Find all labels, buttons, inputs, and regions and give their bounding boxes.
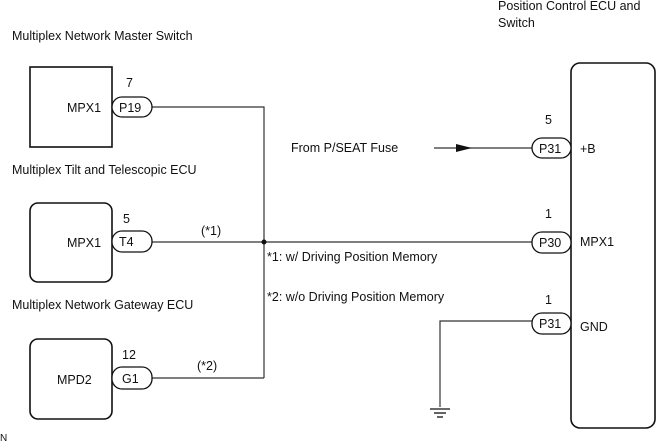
position-ecu-terminal-mpx1: MPX1 [580,235,614,249]
connector-p19 [111,96,153,118]
connector-g1 [111,366,153,390]
wire-note-2: (*2) [197,359,217,373]
master-switch-terminal: MPX1 [67,101,101,115]
junction-dot [261,239,267,245]
corner-mark: N [0,433,7,443]
ground-icon [430,408,450,418]
connector-p31-gnd [531,312,572,335]
master-switch-title: Multiplex Network Master Switch [12,29,193,43]
connector-p19-label: P19 [119,101,141,115]
connector-t4-label: T4 [119,235,134,249]
position-ecu-title-line1: Position Control ECU and [498,0,640,13]
connector-p30-label: P30 [539,236,561,250]
connector-p31-b-label: P31 [539,142,561,156]
gateway-ecu-terminal: MPD2 [57,373,92,387]
tilt-ecu-title: Multiplex Tilt and Telescopic ECU [12,163,197,177]
position-ecu-title-line2: Switch [498,16,535,30]
master-switch-box [29,66,113,148]
master-switch-pin: 7 [126,76,133,90]
gateway-ecu-title: Multiplex Network Gateway ECU [12,298,193,312]
tilt-ecu-pin: 5 [123,212,130,226]
connector-p31-gnd-label: P31 [539,317,561,331]
position-ecu-pin-b: 5 [545,113,552,127]
arrow-icon [456,144,472,152]
connector-t4 [111,230,153,253]
connector-p31-b [531,137,572,159]
gateway-ecu-pin: 12 [122,348,136,362]
legend-note-2: *2: w/o Driving Position Memory [267,290,445,304]
position-ecu-terminal-gnd: GND [580,320,608,334]
position-ecu-terminal-b: +B [580,142,596,156]
position-ecu-pin-gnd: 1 [545,293,552,307]
fuse-label: From P/SEAT Fuse [291,141,398,155]
position-ecu-pin-mpx1: 1 [545,207,552,221]
wire-note-1: (*1) [201,224,221,238]
connector-p30 [531,231,572,254]
wire-master-switch [152,106,265,378]
tilt-ecu-terminal: MPX1 [67,236,101,250]
wire-ground [439,320,532,407]
legend-note-1: *1: w/ Driving Position Memory [267,250,438,264]
connector-g1-label: G1 [122,372,139,386]
